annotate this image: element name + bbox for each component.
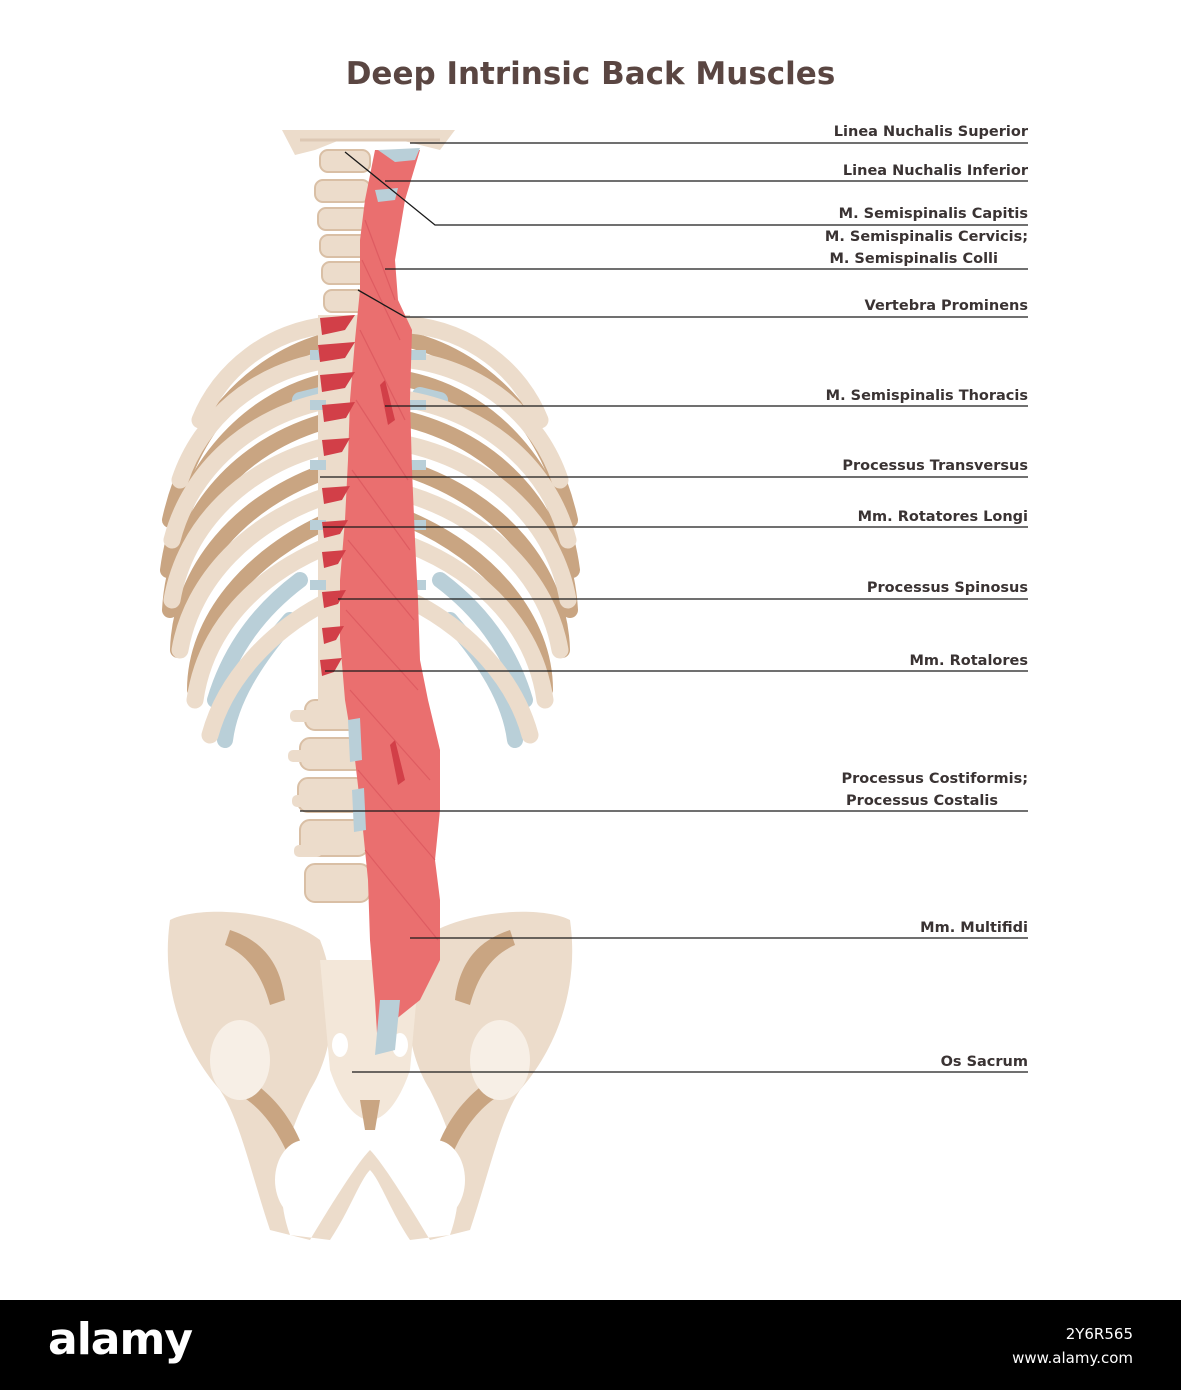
label-processus-costiformis: Processus Costiformis; [841, 771, 1029, 787]
alamy-logo: alamy [48, 1314, 193, 1365]
skull-base [282, 130, 455, 155]
label-rotatores: Mm. Rotalores [909, 653, 1029, 669]
leader-line [357, 289, 1028, 318]
image-id: 2Y6R565 [1065, 1325, 1133, 1343]
leader-lines [300, 142, 1028, 1073]
label-processus-spinosus: Processus Spinosus [866, 580, 1028, 596]
site-url: www.alamy.com [1012, 1349, 1133, 1367]
leader-line [344, 151, 1028, 226]
label-processus-costalis: Processus Costalis [846, 793, 998, 809]
deep-back-muscles [318, 148, 440, 1055]
label-semispinalis-thoracis: M. Semispinalis Thoracis [825, 388, 1028, 404]
label-linea-nuchalis-inferior: Linea Nuchalis Inferior [842, 163, 1028, 179]
label-os-sacrum: Os Sacrum [940, 1054, 1028, 1070]
label-processus-transversus: Processus Transversus [842, 458, 1028, 474]
stock-footer-bar: alamy 2Y6R565 www.alamy.com [0, 1300, 1181, 1390]
label-semispinalis-capitis: M. Semispinalis Capitis [838, 206, 1028, 222]
label-semispinalis-colli: M. Semispinalis Colli [829, 251, 998, 267]
label-vertebra-prominens: Vertebra Prominens [864, 298, 1028, 314]
label-semispinalis-cervicis: M. Semispinalis Cervicis; [824, 229, 1028, 245]
pelvis [167, 911, 573, 1240]
label-multifidi: Mm. Multifidi [920, 920, 1028, 936]
stock-info: 2Y6R565 www.alamy.com [1012, 1322, 1133, 1370]
spine-anatomy-illustration [160, 130, 1028, 1240]
label-rotatores-longi: Mm. Rotatores Longi [857, 509, 1028, 525]
illustration-canvas: Deep Intrinsic Back Muscles [160, 56, 1029, 1240]
page-title: Deep Intrinsic Back Muscles [345, 56, 836, 92]
label-linea-nuchalis-superior: Linea Nuchalis Superior [833, 124, 1028, 140]
rib-cage [160, 316, 580, 748]
